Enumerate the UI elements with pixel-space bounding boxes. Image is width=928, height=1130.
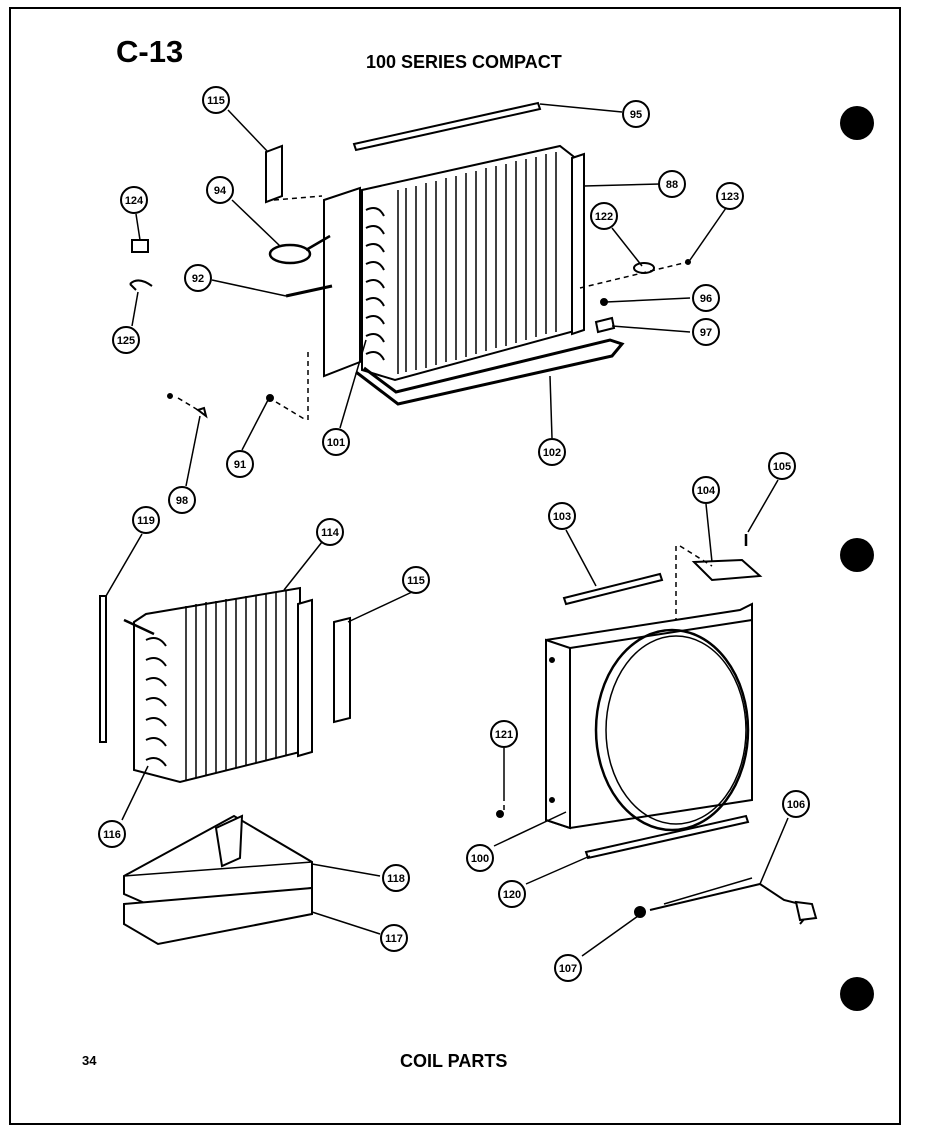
callout-bubbles	[98, 86, 810, 982]
callout-95: 95	[630, 109, 642, 121]
callout-122: 122	[595, 211, 613, 223]
callout-106: 106	[787, 799, 805, 811]
condenser-coil-assembly	[129, 101, 691, 421]
callout-102: 102	[543, 447, 561, 459]
callout-121: 121	[495, 729, 513, 741]
callout-124: 124	[125, 195, 144, 207]
callout-104: 104	[697, 485, 716, 497]
page-number: 34	[82, 1053, 97, 1068]
callout-91: 91	[234, 459, 246, 471]
callout-114: 114	[321, 527, 340, 539]
series-title: 100 SERIES COMPACT	[366, 52, 562, 72]
callout-115-middle: 115	[407, 575, 425, 587]
callout-103: 103	[553, 511, 571, 523]
callout-123: 123	[721, 191, 739, 203]
page-id: C-13	[116, 34, 184, 69]
callout-98: 98	[176, 495, 188, 507]
callout-107: 107	[559, 963, 577, 975]
evaporator-coil-assembly	[99, 586, 351, 946]
callout-88: 88	[666, 179, 678, 191]
callout-97: 97	[700, 327, 712, 339]
callout-92: 92	[192, 273, 204, 285]
callout-119: 119	[137, 515, 155, 527]
leader-lines	[105, 103, 789, 957]
callout-118: 118	[387, 873, 405, 885]
callout-125: 125	[117, 335, 135, 347]
callout-120: 120	[503, 889, 521, 901]
binder-hole-top	[840, 106, 874, 140]
binder-hole-bottom	[840, 977, 874, 1011]
callout-105: 105	[773, 461, 791, 473]
callout-116: 116	[103, 829, 121, 841]
callout-115-top: 115	[207, 95, 225, 107]
orifice-shroud-assembly	[496, 534, 818, 925]
callout-100: 100	[471, 853, 489, 865]
footer-title: COIL PARTS	[400, 1051, 508, 1071]
callout-labels: 115 95 94 124 88 123 122 92 96 97 125 10…	[103, 95, 805, 975]
callout-101: 101	[327, 437, 345, 449]
callout-94: 94	[214, 185, 227, 197]
callout-117: 117	[385, 933, 403, 945]
binder-hole-middle	[840, 538, 874, 572]
callout-96: 96	[700, 293, 712, 305]
